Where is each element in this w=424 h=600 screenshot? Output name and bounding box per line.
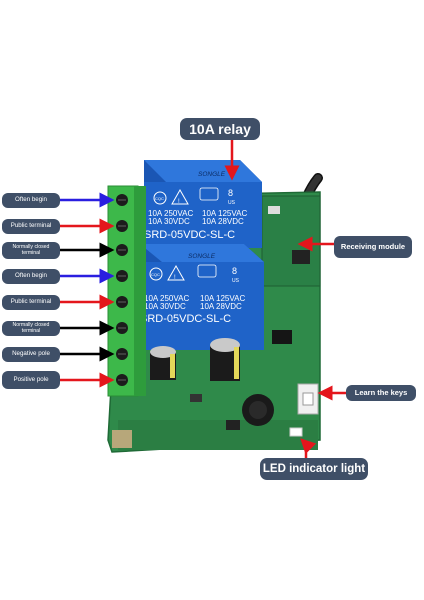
label-public-terminal-1: Public terminal xyxy=(2,219,60,234)
ic-chip xyxy=(292,250,310,264)
capacitor-left xyxy=(150,346,176,380)
label-normally-closed-2: Normally closed terminal xyxy=(2,321,60,336)
terminal-block xyxy=(107,185,146,397)
relay-us-mark: US xyxy=(232,278,240,284)
pcb-lower-area xyxy=(118,420,318,450)
label-normally-closed-1: Normally closed terminal xyxy=(2,242,60,259)
relay-brand: SONGLE xyxy=(198,171,226,178)
relay-rating: 10A 125VAC xyxy=(202,209,247,218)
warning-icon: ! xyxy=(178,199,180,205)
smd-component xyxy=(190,394,202,402)
relay-top: SONGLE CQC ! 8 US 10A 250VAC 10A 30VDC 1… xyxy=(144,160,262,248)
label-negative-pole: Negative pole xyxy=(2,347,60,362)
relay-rating: 10A 30VDC xyxy=(148,217,190,226)
label-learn-keys: Learn the keys xyxy=(346,385,416,401)
relay-rating: 10A 30VDC xyxy=(144,302,186,311)
relay-rating: 10A 28VDC xyxy=(200,302,242,311)
label-often-begin-2: Often begin xyxy=(2,269,60,284)
relay-cert: CQC xyxy=(151,272,160,277)
relay-rating: 10A 28VDC xyxy=(202,217,244,226)
smd-ic xyxy=(272,330,292,344)
label-positive-pole: Positive pole xyxy=(2,371,60,389)
relay-brand: SONGLE xyxy=(188,253,216,260)
smd-component xyxy=(268,206,280,214)
ul-number: 8 xyxy=(232,266,237,276)
relay-rating: 10A 125VAC xyxy=(200,294,245,303)
label-led-indicator: LED indicator light xyxy=(260,458,368,480)
title-10a-relay: 10A relay xyxy=(180,118,260,140)
relay-us-mark: US xyxy=(228,200,236,206)
relay-cert: CQC xyxy=(155,196,164,201)
diode xyxy=(112,430,132,448)
relay-rating: 10A 250VAC xyxy=(148,209,193,218)
ul-mark-icon xyxy=(199,187,219,201)
label-public-terminal-2: Public terminal xyxy=(2,295,60,310)
capacitor-right xyxy=(210,338,240,381)
arrow-led-indicator xyxy=(300,438,317,458)
smd-component xyxy=(226,420,240,430)
warning-icon: ! xyxy=(174,275,176,281)
ul-number: 8 xyxy=(228,188,233,198)
led-component xyxy=(289,427,303,437)
label-receiving-module: Receiving module xyxy=(334,236,412,258)
relay-model: SRD-05VDC-SL-C xyxy=(140,313,231,325)
ul-mark-icon xyxy=(197,264,217,278)
relay-rating: 10A 250VAC xyxy=(144,294,189,303)
learn-button xyxy=(297,383,319,415)
inductor xyxy=(242,394,274,426)
relay-model: SRD-05VDC-SL-C xyxy=(144,229,235,241)
label-often-begin-1: Often begin xyxy=(2,193,60,208)
relay-bottom: SONGLE CQC ! 8 US 10A 250VAC 10A 30VDC 1… xyxy=(140,244,264,350)
